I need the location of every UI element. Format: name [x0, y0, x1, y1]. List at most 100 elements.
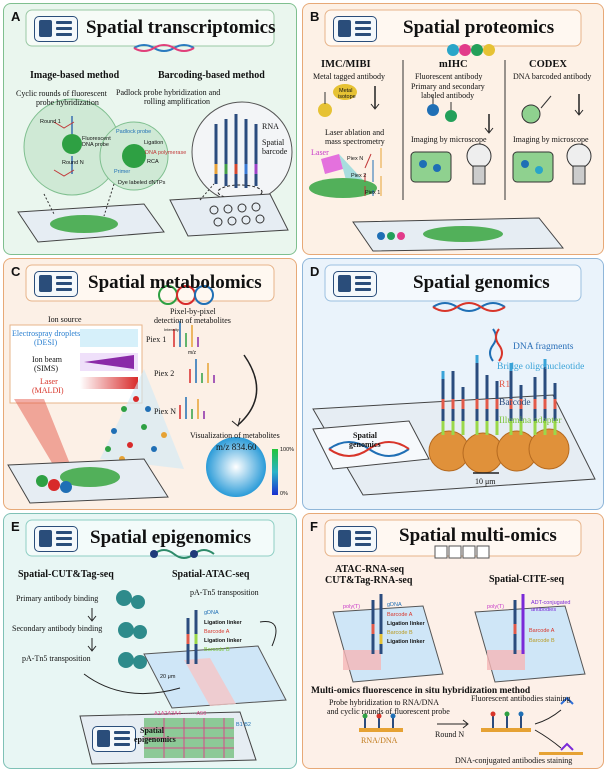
dye-label: Dye labeled dNTPs	[118, 180, 166, 186]
round1-label: Round 1	[40, 119, 61, 125]
spatial-barcode-1: Spatial	[262, 138, 285, 147]
probe-text-2: and cyclic rounds of fluorescent probe	[327, 707, 450, 716]
gdna-label: gDNA	[204, 610, 219, 616]
atac-rna-title-1: ATAC-RNA-seq	[335, 564, 405, 575]
slide-label-2: genomics	[349, 440, 381, 449]
r1-label: R1	[499, 380, 511, 390]
panel-letter: B	[310, 9, 320, 24]
genomics-illustration	[312, 264, 596, 496]
panel-title: Spatial epigenomics	[90, 527, 251, 548]
adt-label-1: ADT-conjugated	[531, 600, 571, 606]
laser-text-2: mass spectrometry	[325, 137, 385, 146]
ligation-label-1: Ligation linker	[387, 621, 425, 627]
pixN-label: Piex N	[154, 407, 176, 416]
maldi-label-1: Laser	[40, 377, 58, 386]
chip-icon	[34, 271, 78, 297]
rna-dna-label: RNA/DNA	[361, 736, 398, 745]
mz-value-label: m/z 834.60	[216, 442, 257, 452]
panel-title: Spatial genomics	[413, 272, 550, 293]
multiomics-illustration	[324, 519, 586, 755]
slide-label-1: Spatial	[353, 431, 378, 440]
adt-label-2: antibodies	[531, 607, 557, 613]
transcriptomics-illustration	[17, 9, 293, 243]
chip-icon-small	[92, 726, 136, 752]
rna-label: RNA	[262, 122, 279, 131]
ligation-label-1: Ligation linker	[204, 620, 242, 626]
barcode-a-label-2: Barcode A	[529, 628, 555, 634]
ligation-label: Ligation	[144, 140, 164, 146]
scale-label: 10 μm	[475, 477, 496, 486]
pct0-label: 0%	[280, 491, 288, 497]
patn5-text-2: pA-Tn5 transposition	[190, 588, 259, 597]
polyt-label-2: poly(T)	[487, 604, 505, 610]
image-method-label: Image-based method	[30, 70, 120, 81]
slide-label-2: epigenomics	[134, 735, 176, 744]
desi-label-2: (DESI)	[34, 338, 58, 347]
panel-spatial-multi-omics: F Spatial multi-omics ATAC-RNA-seq CUT&T…	[302, 513, 604, 769]
grid-side-label: B1 B2	[236, 722, 251, 728]
chip-icon	[333, 271, 377, 297]
ion-source-label: Ion source	[48, 315, 82, 324]
metal-label-1: Metal	[339, 88, 353, 94]
ligation-label-2: Ligation linker	[204, 638, 242, 644]
cut-tag-title: Spatial-CUT&Tag-seq	[18, 569, 114, 580]
barcode-a-label-1: Barcode A	[387, 612, 413, 618]
intensity-label: Intensity	[164, 327, 179, 332]
fluor-label-1: Fluorescent	[82, 136, 111, 142]
dna-ab-label: DNA-conjugated antibodies staining	[455, 756, 573, 765]
proteomics-illustration	[309, 9, 592, 252]
mihc-text-2: Primary and secondary	[411, 82, 485, 91]
pix2-label: Piex 2	[351, 173, 367, 179]
laser-label: Laser	[311, 148, 329, 157]
panel-letter: E	[11, 519, 20, 534]
codex-title: CODEX	[529, 59, 567, 70]
panel-letter: F	[310, 519, 318, 534]
chip-icon	[333, 16, 377, 42]
panel-spatial-metabolomics: C Spatial metabolomics Ion source Electr…	[3, 258, 297, 510]
grid-top-label: A1A2A3A4 ······· A50	[154, 711, 207, 717]
imc-title: IMC/MIBI	[321, 59, 371, 70]
barcode-label: Barcode	[499, 398, 531, 408]
laser-text-1: Laser ablation and	[325, 128, 385, 137]
panel-letter: A	[11, 9, 21, 24]
desi-label-1: Electrospray droplets	[12, 329, 81, 338]
chip-icon	[333, 526, 377, 552]
polyt-label-1: poly(T)	[343, 604, 361, 610]
atac-title: Spatial-ATAC-seq	[172, 569, 250, 580]
fluor-label-2: DNA probe	[82, 142, 109, 148]
barcode-a-label: Barcode A	[204, 629, 230, 635]
primary-text: Primary antibody binding	[16, 594, 99, 603]
codex-sub: DNA barcoded antibody	[513, 72, 592, 81]
ligation-label-2: Ligation linker	[387, 639, 425, 645]
sims-label-2: (SIMS)	[34, 364, 59, 373]
mihc-title: mIHC	[439, 59, 468, 70]
pxp-text-1: Pixel-by-pixel	[170, 307, 216, 316]
imaging-text-2: Imaging by microscope	[513, 135, 589, 144]
panel-spatial-transcriptomics: A Spatial transcriptomics Image-based me…	[3, 3, 297, 255]
pix2-label: Piex 2	[154, 369, 175, 378]
sims-label-1: Ion beam	[32, 355, 62, 364]
pct100-label: 100%	[280, 447, 295, 453]
scale-label: 20 μm	[160, 674, 176, 680]
roundN-label: Round N	[62, 160, 84, 166]
bridge-label: Bridge oligonucleotide	[497, 362, 585, 372]
padlock-probe-label: Padlock probe	[116, 129, 152, 135]
illumina-label: Illumina adapter	[499, 416, 562, 426]
rca-label: RCA	[147, 159, 159, 165]
dna-fragments-label: DNA fragments	[513, 342, 574, 352]
barcode-method-label: Barcoding-based method	[158, 70, 265, 81]
spatial-barcode-2: barcode	[262, 147, 288, 156]
fish-title: Multi-omics fluorescence in situ hybridi…	[311, 686, 531, 696]
padlock-text-2: rolling amplification	[144, 97, 210, 106]
panel-title: Spatial multi-omics	[399, 525, 557, 546]
mz-label: m/z	[188, 350, 197, 356]
panel-title: Spatial proteomics	[403, 17, 555, 38]
panel-title: Spatial transcriptomics	[86, 17, 276, 38]
imaging-text-1: Imaging by microscope	[411, 135, 487, 144]
mihc-text-1: Fluorescent antibody	[415, 72, 483, 81]
patn5-text-1: pA-Tn5 transposition	[22, 654, 91, 663]
gdna-label: gDNA	[387, 602, 402, 608]
chip-icon	[34, 526, 78, 552]
panel-title: Spatial metabolomics	[88, 272, 262, 293]
atac-rna-title-2: CUT&Tag-RNA-seq	[325, 575, 413, 586]
